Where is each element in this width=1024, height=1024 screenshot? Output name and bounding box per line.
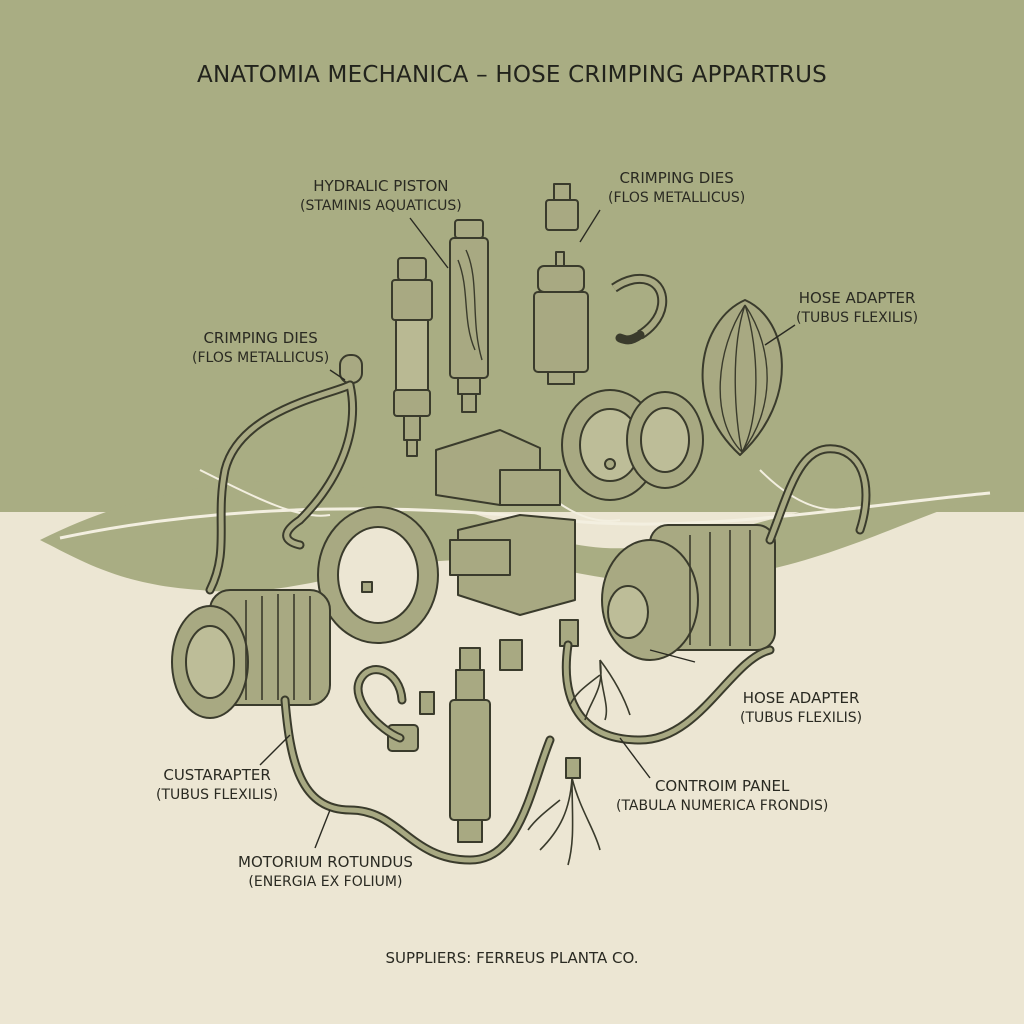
diagram-title: ANATOMIA MECHANICA – HOSE CRIMPING APPAR… — [197, 62, 827, 88]
label-hose-adapter-top: HOSE ADAPTER (TUBUS FLEXILIS) — [796, 288, 918, 328]
bottom-piston-drawing — [449, 647, 491, 843]
hose-adapter-pod-drawing — [701, 299, 783, 456]
crimping-die-cylinder-drawing — [533, 251, 589, 385]
label-name: CRIMPING DIES — [203, 329, 318, 347]
suppliers-footer: SUPPLIERS: FERREUS PLANTA CO. — [385, 949, 639, 967]
die-block-upper-drawing — [435, 429, 561, 506]
label-name: HYDRALIC PISTON — [313, 177, 449, 195]
label-custarapter: CUSTARAPTER (TUBUS FLEXILIS) — [156, 765, 278, 805]
hydraulic-piston-drawing — [449, 219, 489, 413]
label-latin: (TUBUS FLEXILIS) — [740, 710, 863, 726]
label-latin: (STAMINIS AQUATICUS) — [300, 198, 462, 214]
label-latin: (FLOS METALLICUS) — [192, 350, 330, 366]
label-latin: (TUBUS FLEXILIS) — [796, 310, 919, 326]
small-fitting-drawing — [565, 757, 581, 779]
flange-large-drawing — [561, 389, 659, 501]
root-drawings — [527, 659, 631, 866]
label-crimping-dies-top: CRIMPING DIES (FLOS METALLICUS) — [608, 168, 745, 208]
hose-fill — [207, 382, 869, 863]
crimping-die-small-drawing — [545, 183, 579, 231]
label-latin: (TUBUS FLEXILIS) — [156, 787, 279, 803]
label-name: CRIMPING DIES — [619, 169, 734, 187]
label-name: HOSE ADAPTER — [798, 289, 916, 307]
piston-tube-drawing — [391, 257, 433, 457]
small-fitting-drawing — [419, 691, 435, 715]
label-latin: (FLOS METALLICUS) — [608, 190, 746, 206]
flange-thin-drawing — [626, 391, 704, 489]
upper-background — [0, 0, 1024, 512]
label-motor: MOTORIUM ROTUNDUS (ENERGIA EX FOLIUM) — [238, 852, 413, 892]
label-hydraulic-piston: HYDRALIC PISTON (STAMINIS AQUATICUS) — [300, 176, 462, 216]
label-name: MOTORIUM ROTUNDUS — [238, 853, 413, 871]
label-name: CONTROIM PANEL — [654, 777, 790, 795]
label-hose-adapter-right: HOSE ADAPTER (TUBUS FLEXILIS) — [740, 688, 862, 728]
label-crimping-dies-left: CRIMPING DIES (FLOS METALLICUS) — [192, 328, 329, 368]
left-motor-drawing — [171, 589, 331, 719]
leader-lines — [259, 209, 796, 849]
ring-housing-drawing — [317, 506, 439, 644]
die-block-lower-drawing — [449, 514, 576, 616]
label-control-panel: CONTROIM PANEL (TABULA NUMERICA FRONDIS) — [616, 776, 828, 816]
label-latin: (ENERGIA EX FOLIUM) — [248, 874, 403, 890]
label-name: CUSTARAPTER — [163, 766, 271, 784]
label-name: HOSE ADAPTER — [742, 689, 860, 707]
right-motor-drawing — [601, 524, 776, 661]
small-fitting-drawing — [499, 639, 523, 671]
label-latin: (TABULA NUMERICA FRONDIS) — [616, 798, 829, 814]
